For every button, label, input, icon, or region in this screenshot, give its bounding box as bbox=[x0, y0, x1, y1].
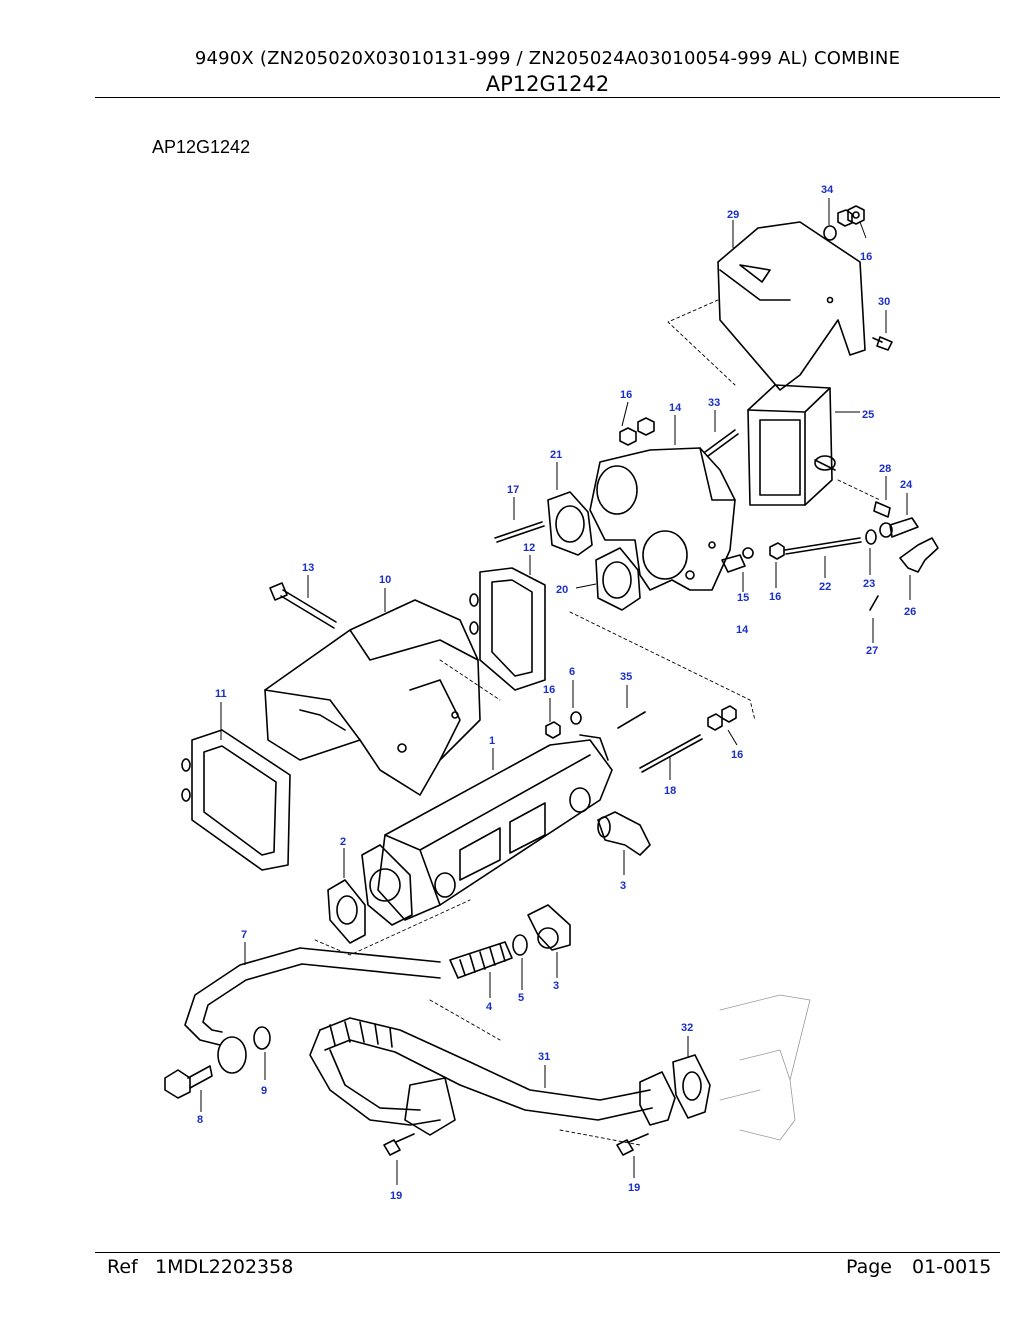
part-bracket-26 bbox=[899, 537, 939, 573]
callout-34: 34 bbox=[821, 184, 834, 196]
callout-20: 20 bbox=[556, 584, 568, 596]
part-elbow-3-lower bbox=[527, 904, 571, 951]
part-frame-11 bbox=[181, 729, 291, 871]
part-bolt-13 bbox=[269, 582, 337, 629]
callout-3: 3 bbox=[620, 880, 626, 892]
part-gasket-20 bbox=[595, 547, 641, 611]
callout-22: 22 bbox=[819, 581, 831, 593]
part-gasket-21 bbox=[547, 491, 593, 556]
part-bolt-30 bbox=[872, 336, 893, 351]
part-washer-6 bbox=[570, 711, 582, 725]
callout-18: 18 bbox=[664, 785, 676, 797]
callout-labels: 34 29 16 30 16 14 33 25 21 28 24 17 12 1… bbox=[197, 184, 916, 1202]
callout-6: 6 bbox=[569, 666, 575, 678]
callout-2: 2 bbox=[340, 836, 346, 848]
part-washer-9 bbox=[253, 1026, 271, 1050]
callout-24: 24 bbox=[900, 479, 913, 491]
callout-32: 32 bbox=[681, 1022, 693, 1034]
section-code: AP12G1242 bbox=[485, 72, 610, 96]
part-gasket-32 bbox=[672, 1054, 711, 1119]
part-frame-12 bbox=[469, 567, 546, 691]
assembly-lines bbox=[314, 299, 881, 1146]
part-nut-16-top bbox=[837, 205, 865, 227]
callout-19: 19 bbox=[628, 1182, 640, 1194]
callout-1: 1 bbox=[489, 735, 495, 747]
callout-14: 14 bbox=[669, 402, 682, 414]
footer-divider bbox=[95, 1252, 1000, 1253]
part-pipe-31 bbox=[309, 1017, 676, 1136]
part-pipe-7 bbox=[184, 947, 441, 1074]
part-nut-16-mid bbox=[619, 417, 655, 446]
part-cover-29 bbox=[717, 221, 866, 391]
callout-21: 21 bbox=[550, 449, 562, 461]
ref-label: Ref bbox=[107, 1256, 138, 1278]
part-actuator-25 bbox=[747, 384, 836, 506]
part-bolt-27 bbox=[869, 595, 879, 611]
callout-14: 14 bbox=[736, 624, 749, 636]
callout-15: 15 bbox=[737, 592, 749, 604]
callout-leaders bbox=[200, 198, 911, 1185]
part-nut-16-lower-right bbox=[707, 705, 737, 731]
callout-16: 16 bbox=[731, 749, 743, 761]
callout-27: 27 bbox=[866, 645, 878, 657]
callout-16: 16 bbox=[769, 591, 781, 603]
callout-17: 17 bbox=[507, 484, 519, 496]
callout-11: 11 bbox=[215, 688, 227, 700]
header-divider bbox=[95, 97, 1000, 98]
ref-number: 1MDL2202358 bbox=[155, 1256, 294, 1278]
part-elbow-3-upper bbox=[597, 811, 651, 856]
part-nut-24 bbox=[879, 517, 919, 538]
callout-5: 5 bbox=[518, 992, 524, 1004]
figure-id: AP12G1242 bbox=[152, 137, 251, 157]
part-stud-18 bbox=[639, 734, 701, 769]
page-label: Page bbox=[846, 1256, 892, 1278]
callout-28: 28 bbox=[879, 463, 891, 475]
callout-29: 29 bbox=[727, 209, 739, 221]
part-gasket-2 bbox=[327, 879, 366, 944]
callout-30: 30 bbox=[878, 296, 890, 308]
part-stud-17 bbox=[494, 521, 543, 539]
callout-4: 4 bbox=[486, 1001, 493, 1013]
part-bolt-8 bbox=[164, 1065, 213, 1099]
part-washer-34 bbox=[823, 225, 837, 241]
part-cooler-1 bbox=[361, 734, 613, 926]
callout-3: 3 bbox=[553, 980, 559, 992]
callout-31: 31 bbox=[538, 1051, 550, 1063]
part-washer-23 bbox=[865, 529, 877, 545]
callout-12: 12 bbox=[523, 542, 535, 554]
callout-26: 26 bbox=[904, 606, 916, 618]
callout-16: 16 bbox=[543, 684, 555, 696]
callout-23: 23 bbox=[863, 578, 875, 590]
part-valve-14 bbox=[589, 447, 736, 591]
part-shield-10 bbox=[264, 599, 481, 796]
callout-35: 35 bbox=[620, 671, 632, 683]
callout-9: 9 bbox=[261, 1085, 267, 1097]
callout-13: 13 bbox=[302, 562, 314, 574]
part-stud-33 bbox=[704, 429, 736, 453]
page-number: 01-0015 bbox=[912, 1256, 992, 1278]
part-clamp-5 bbox=[512, 934, 528, 956]
callout-7: 7 bbox=[241, 929, 247, 941]
engine-block-ghost bbox=[719, 994, 811, 1141]
callout-33: 33 bbox=[708, 397, 720, 409]
part-bolt-19-right bbox=[616, 1133, 649, 1156]
part-stud-35 bbox=[617, 711, 646, 729]
callout-16: 16 bbox=[860, 251, 872, 263]
part-hose-4 bbox=[449, 941, 513, 979]
part-bolt-19-left bbox=[383, 1133, 415, 1156]
part-stud-22 bbox=[784, 537, 861, 551]
document-title: 9490X (ZN205020X03010131-999 / ZN205024A… bbox=[194, 48, 901, 69]
callout-25: 25 bbox=[862, 409, 874, 421]
callout-10: 10 bbox=[379, 574, 391, 586]
part-fitting-15 bbox=[721, 547, 754, 573]
callout-8: 8 bbox=[197, 1114, 203, 1126]
callout-16: 16 bbox=[620, 389, 632, 401]
part-bolt-28 bbox=[873, 501, 891, 518]
callout-19: 19 bbox=[390, 1190, 402, 1202]
part-nut-16-lower bbox=[545, 721, 561, 739]
part-nut-16-right bbox=[769, 542, 785, 560]
